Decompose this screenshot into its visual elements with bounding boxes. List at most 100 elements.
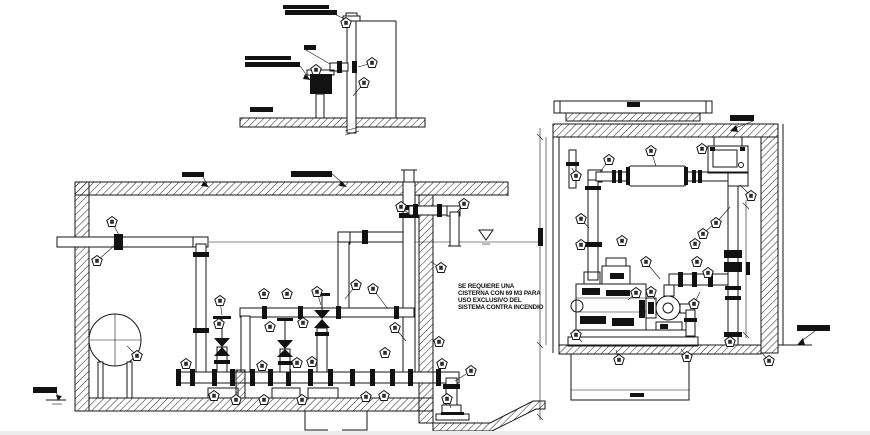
callout-tag-icon xyxy=(258,287,270,299)
callout-tag-icon xyxy=(640,255,652,267)
callout-tag-icon xyxy=(603,153,615,165)
callout-tag-icon xyxy=(91,254,103,266)
callout-tag-icon xyxy=(710,216,722,228)
callout-tag-icon xyxy=(745,189,757,201)
callout-tag-icon xyxy=(575,212,587,224)
callout-tag-icon xyxy=(230,393,242,405)
callout-tag-icon xyxy=(264,320,276,332)
cistern-note: SE REQUIERE UNA CISTERNA CON 69 M3 PARA … xyxy=(458,283,544,311)
drawing-label-redacted xyxy=(746,262,750,275)
callout-tag-icon xyxy=(465,364,477,376)
valve-assembly-3 xyxy=(307,293,339,399)
pump-room-section xyxy=(536,100,816,421)
page-edge xyxy=(0,431,870,435)
callout-tag-icon xyxy=(360,390,372,402)
callout-tag-icon xyxy=(458,197,470,209)
callout-tag-icon xyxy=(645,285,657,297)
callout-tag-icon xyxy=(213,317,225,329)
drawing-label-redacted xyxy=(291,171,332,177)
drawing-label-redacted xyxy=(283,5,329,9)
callout-tag-icon xyxy=(214,294,226,306)
callout-tag-icon xyxy=(366,56,378,68)
muffler xyxy=(628,165,687,187)
drawing-label-redacted xyxy=(285,10,337,15)
callout-tag-icon xyxy=(575,238,587,250)
callout-tag-icon xyxy=(696,142,708,154)
detail-equipment-box xyxy=(310,74,332,94)
callout-tag-icon xyxy=(306,355,318,367)
exhaust-riser xyxy=(587,179,599,281)
callout-tag-icon xyxy=(297,316,309,328)
callout-tag-icon xyxy=(435,261,447,273)
lower-manifold-pipe xyxy=(179,371,434,384)
callout-tag-icon xyxy=(441,392,453,404)
callout-tag-icon xyxy=(689,237,701,249)
suction-header-pipe xyxy=(56,236,198,248)
drawing-label-redacted xyxy=(627,102,640,107)
pump-room-right-wall xyxy=(760,136,779,354)
drawing-label-redacted xyxy=(250,107,273,112)
callout-tag-icon xyxy=(310,63,322,75)
pump-room-ceiling xyxy=(552,123,779,138)
callout-tag-icon xyxy=(724,335,736,347)
drawing-label-redacted xyxy=(245,62,300,67)
cistern-slab xyxy=(74,181,509,196)
note-line-3: USO EXCLUSIVO DEL xyxy=(458,297,522,304)
callout-tag-icon xyxy=(296,393,308,405)
pressure-tank xyxy=(88,313,142,399)
callout-tag-icon xyxy=(763,354,775,366)
callout-tag-icon xyxy=(258,393,270,405)
callout-tag-icon xyxy=(291,356,303,368)
pump-volute xyxy=(655,295,681,321)
cistern-interior-wall xyxy=(418,194,434,424)
fill-pipe xyxy=(315,93,325,119)
callout-tag-icon xyxy=(389,321,401,333)
roof-vent-detail xyxy=(239,11,426,136)
note-line-1: SE REQUIERE UNA xyxy=(458,283,515,290)
callout-tag-icon xyxy=(395,200,407,212)
callout-tag-icon xyxy=(691,255,703,267)
callout-tag-icon xyxy=(106,215,118,227)
water-level-symbol xyxy=(478,229,494,241)
callout-tag-icon xyxy=(570,328,582,340)
callout-tag-icon xyxy=(311,285,323,297)
pump-discharge-pipe xyxy=(668,273,729,286)
diesel-fire-pump-unit xyxy=(567,257,699,347)
callout-tag-icon xyxy=(367,282,379,294)
foundation-outline xyxy=(304,410,368,431)
valve-assembly-2 xyxy=(271,318,301,399)
drawing-label-redacted xyxy=(730,115,754,121)
callout-tag-icon xyxy=(350,278,362,290)
drawing-label-redacted xyxy=(538,228,543,246)
pit-suction-pipe xyxy=(432,369,470,421)
note-line-2: CISTERNA CON 69 M3 PARA xyxy=(458,290,541,297)
callout-tag-icon xyxy=(379,346,391,358)
callout-tag-icon xyxy=(180,357,192,369)
drawing-label-redacted xyxy=(304,45,316,50)
callout-tag-icon xyxy=(570,169,582,181)
callout-tag-icon xyxy=(702,266,714,278)
callout-tag-icon xyxy=(630,286,642,298)
callout-tag-icon xyxy=(340,16,352,28)
callout-tag-icon xyxy=(436,357,448,369)
callout-tag-icon xyxy=(358,76,370,88)
redacted-labels-layer xyxy=(33,5,830,397)
drawing-label-redacted xyxy=(630,393,644,397)
callout-tag-icon xyxy=(378,389,390,401)
callout-tag-icon xyxy=(616,234,628,246)
callout-tag-icon xyxy=(645,144,657,156)
support-pier xyxy=(235,369,246,399)
callout-tag-icon xyxy=(433,335,445,347)
valve-assembly-1 xyxy=(207,316,239,399)
callout-tag-icon xyxy=(208,389,220,401)
callout-tag-icon xyxy=(131,349,143,361)
callout-tag-icon xyxy=(281,287,293,299)
callout-tag-icon xyxy=(256,359,268,371)
drawing-label-redacted xyxy=(797,325,830,331)
callout-tag-icon xyxy=(688,297,700,309)
vent-pipe xyxy=(346,20,357,134)
note-line-4: SISTEMA CONTRA INCENDIO xyxy=(458,304,544,311)
pump-controller-box xyxy=(707,137,749,174)
callout-tag-icon xyxy=(681,350,693,362)
